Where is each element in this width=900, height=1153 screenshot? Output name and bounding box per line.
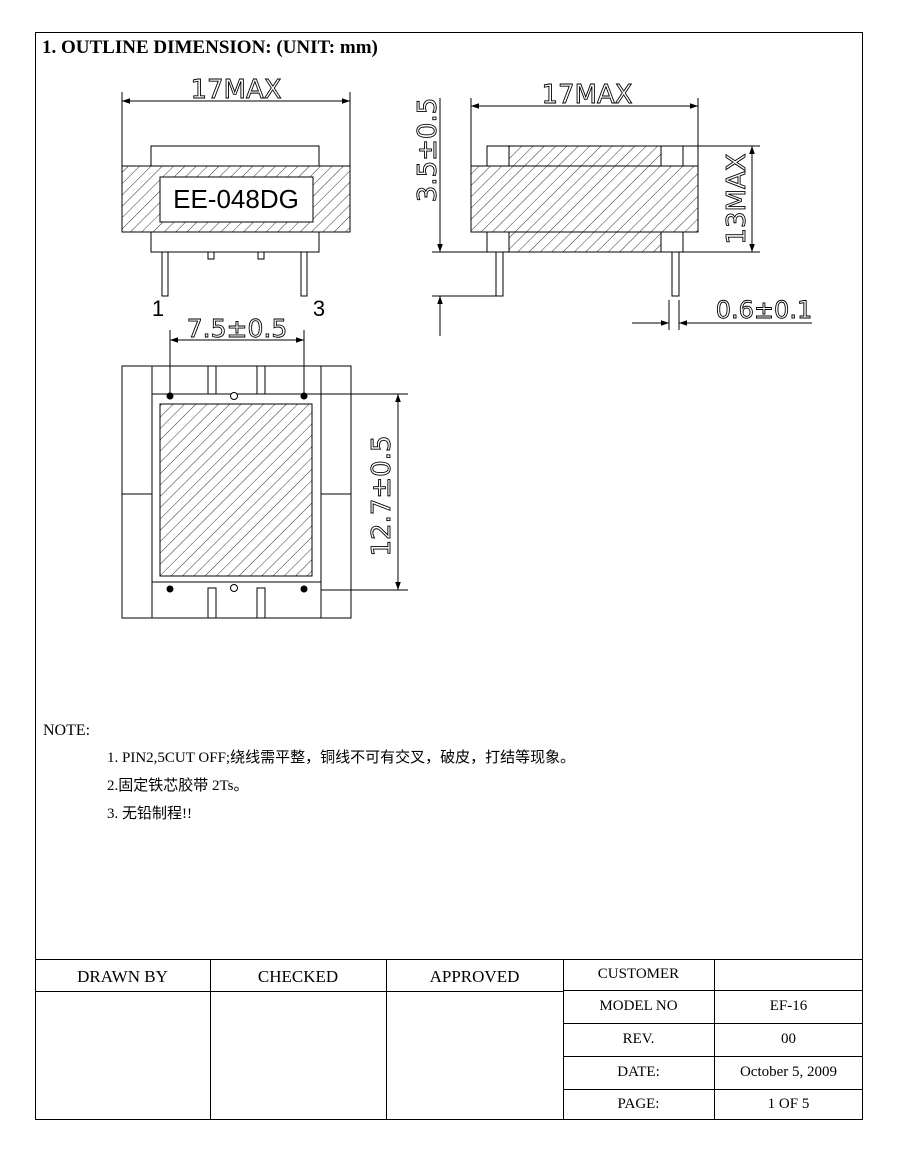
part-label: EE-048DG [173, 184, 299, 214]
customer-label: CUSTOMER [597, 966, 680, 982]
date-value: October 5, 2009 [739, 1064, 838, 1080]
note-item-1: 1. PIN2,5CUT OFF;绕线需平整，铜线不可有交叉，破皮，打结等现象。 [107, 750, 576, 766]
side-view [432, 98, 812, 336]
model-label: MODEL NO [599, 998, 678, 1014]
front-view [121, 92, 351, 297]
drawn-by-label: DRAWN BY [77, 967, 168, 986]
outline-drawing: 17MAX EE-048DG 1 3 17MAX 13MAX 3.5±0.5 0… [121, 75, 813, 619]
rev-value: 00 [781, 1031, 796, 1047]
pin-3-label: 3 [313, 296, 325, 321]
dim-pin-length: 3.5±0.5 [413, 98, 443, 202]
dim-core: 12.7±0.5 [367, 435, 397, 556]
dim-pin-pitch: 7.5±0.5 [187, 314, 287, 343]
note-label: NOTE: [43, 722, 91, 739]
date-label: DATE: [617, 1064, 660, 1080]
drawing-frame [35, 32, 863, 1120]
pin-1-label: 1 [152, 296, 164, 321]
page-title: 1. OUTLINE DIMENSION: (UNIT: mm) [42, 37, 378, 58]
model-value: EF-16 [769, 998, 808, 1014]
dim-height-side: 13MAX [722, 153, 752, 244]
note-item-2: 2.固定铁芯胶带 2Ts。 [107, 778, 249, 794]
pin-dots [166, 392, 308, 593]
dim-width-side: 17MAX [541, 80, 632, 110]
checked-label: CHECKED [257, 967, 339, 986]
dim-width-front: 17MAX [190, 75, 281, 105]
note-item-3: 3. 无铅制程!! [107, 806, 192, 822]
page-label: PAGE: [617, 1096, 660, 1112]
page-value: 1 OF 5 [767, 1096, 810, 1112]
title-block: DRAWN BY CHECKED APPROVED CUSTOMER MODEL… [35, 959, 863, 1120]
dim-pin-dia: 0.6±0.1 [716, 296, 812, 324]
approved-label: APPROVED [429, 967, 520, 986]
rev-label: REV. [622, 1031, 655, 1047]
customer-value [714, 959, 863, 990]
bottom-view [121, 330, 408, 619]
